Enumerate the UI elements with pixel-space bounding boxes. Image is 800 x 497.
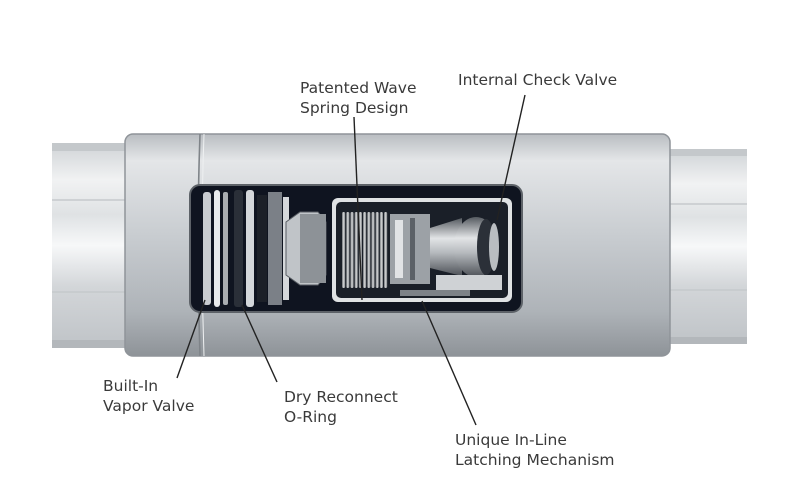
label-line: O-Ring <box>284 408 337 426</box>
label-built-in-vapor-valve: Built-In Vapor Valve <box>103 376 194 416</box>
label-patented-wave-spring: Patented Wave Spring Design <box>300 78 417 118</box>
label-line: Patented Wave <box>300 79 417 97</box>
leader-lines <box>176 94 526 426</box>
leader-latching <box>421 300 477 426</box>
check-valve-poppet <box>390 214 502 296</box>
label-line: Unique In-Line <box>455 431 567 449</box>
leader-check-valve <box>496 94 526 221</box>
spring-coil <box>346 212 350 288</box>
cutaway-window <box>189 184 523 313</box>
spring-coil <box>384 212 388 288</box>
spring-coil <box>379 212 383 288</box>
spring-coil <box>371 212 375 288</box>
spring-coil <box>363 212 367 288</box>
wave-spring <box>342 212 388 288</box>
label-line: Dry Reconnect <box>284 388 398 406</box>
central-stem <box>285 211 327 286</box>
leader-vapor-valve <box>176 299 206 379</box>
label-line: Vapor Valve <box>103 397 195 415</box>
label-line: Latching Mechanism <box>455 451 615 469</box>
label-inline-latching: Unique In-Line Latching Mechanism <box>455 430 615 470</box>
label-internal-check-valve: Internal Check Valve <box>458 70 617 90</box>
label-line: Built-In <box>103 377 159 395</box>
spring-coil <box>367 212 371 288</box>
leader-wave-spring <box>353 116 363 301</box>
label-line: Internal Check Valve <box>458 71 618 89</box>
spring-coil <box>375 212 379 288</box>
spring-coil <box>354 212 358 288</box>
label-dry-reconnect-oring: Dry Reconnect O-Ring <box>284 387 398 427</box>
oring-section <box>257 192 289 305</box>
spring-coil <box>350 212 354 288</box>
spring-coil <box>342 212 346 288</box>
leader-oring <box>241 304 278 383</box>
left-hex-fitting <box>52 143 130 348</box>
vapor-valve-rings <box>203 190 254 307</box>
right-hex-fitting <box>665 149 747 344</box>
label-line: Spring Design <box>300 99 409 117</box>
